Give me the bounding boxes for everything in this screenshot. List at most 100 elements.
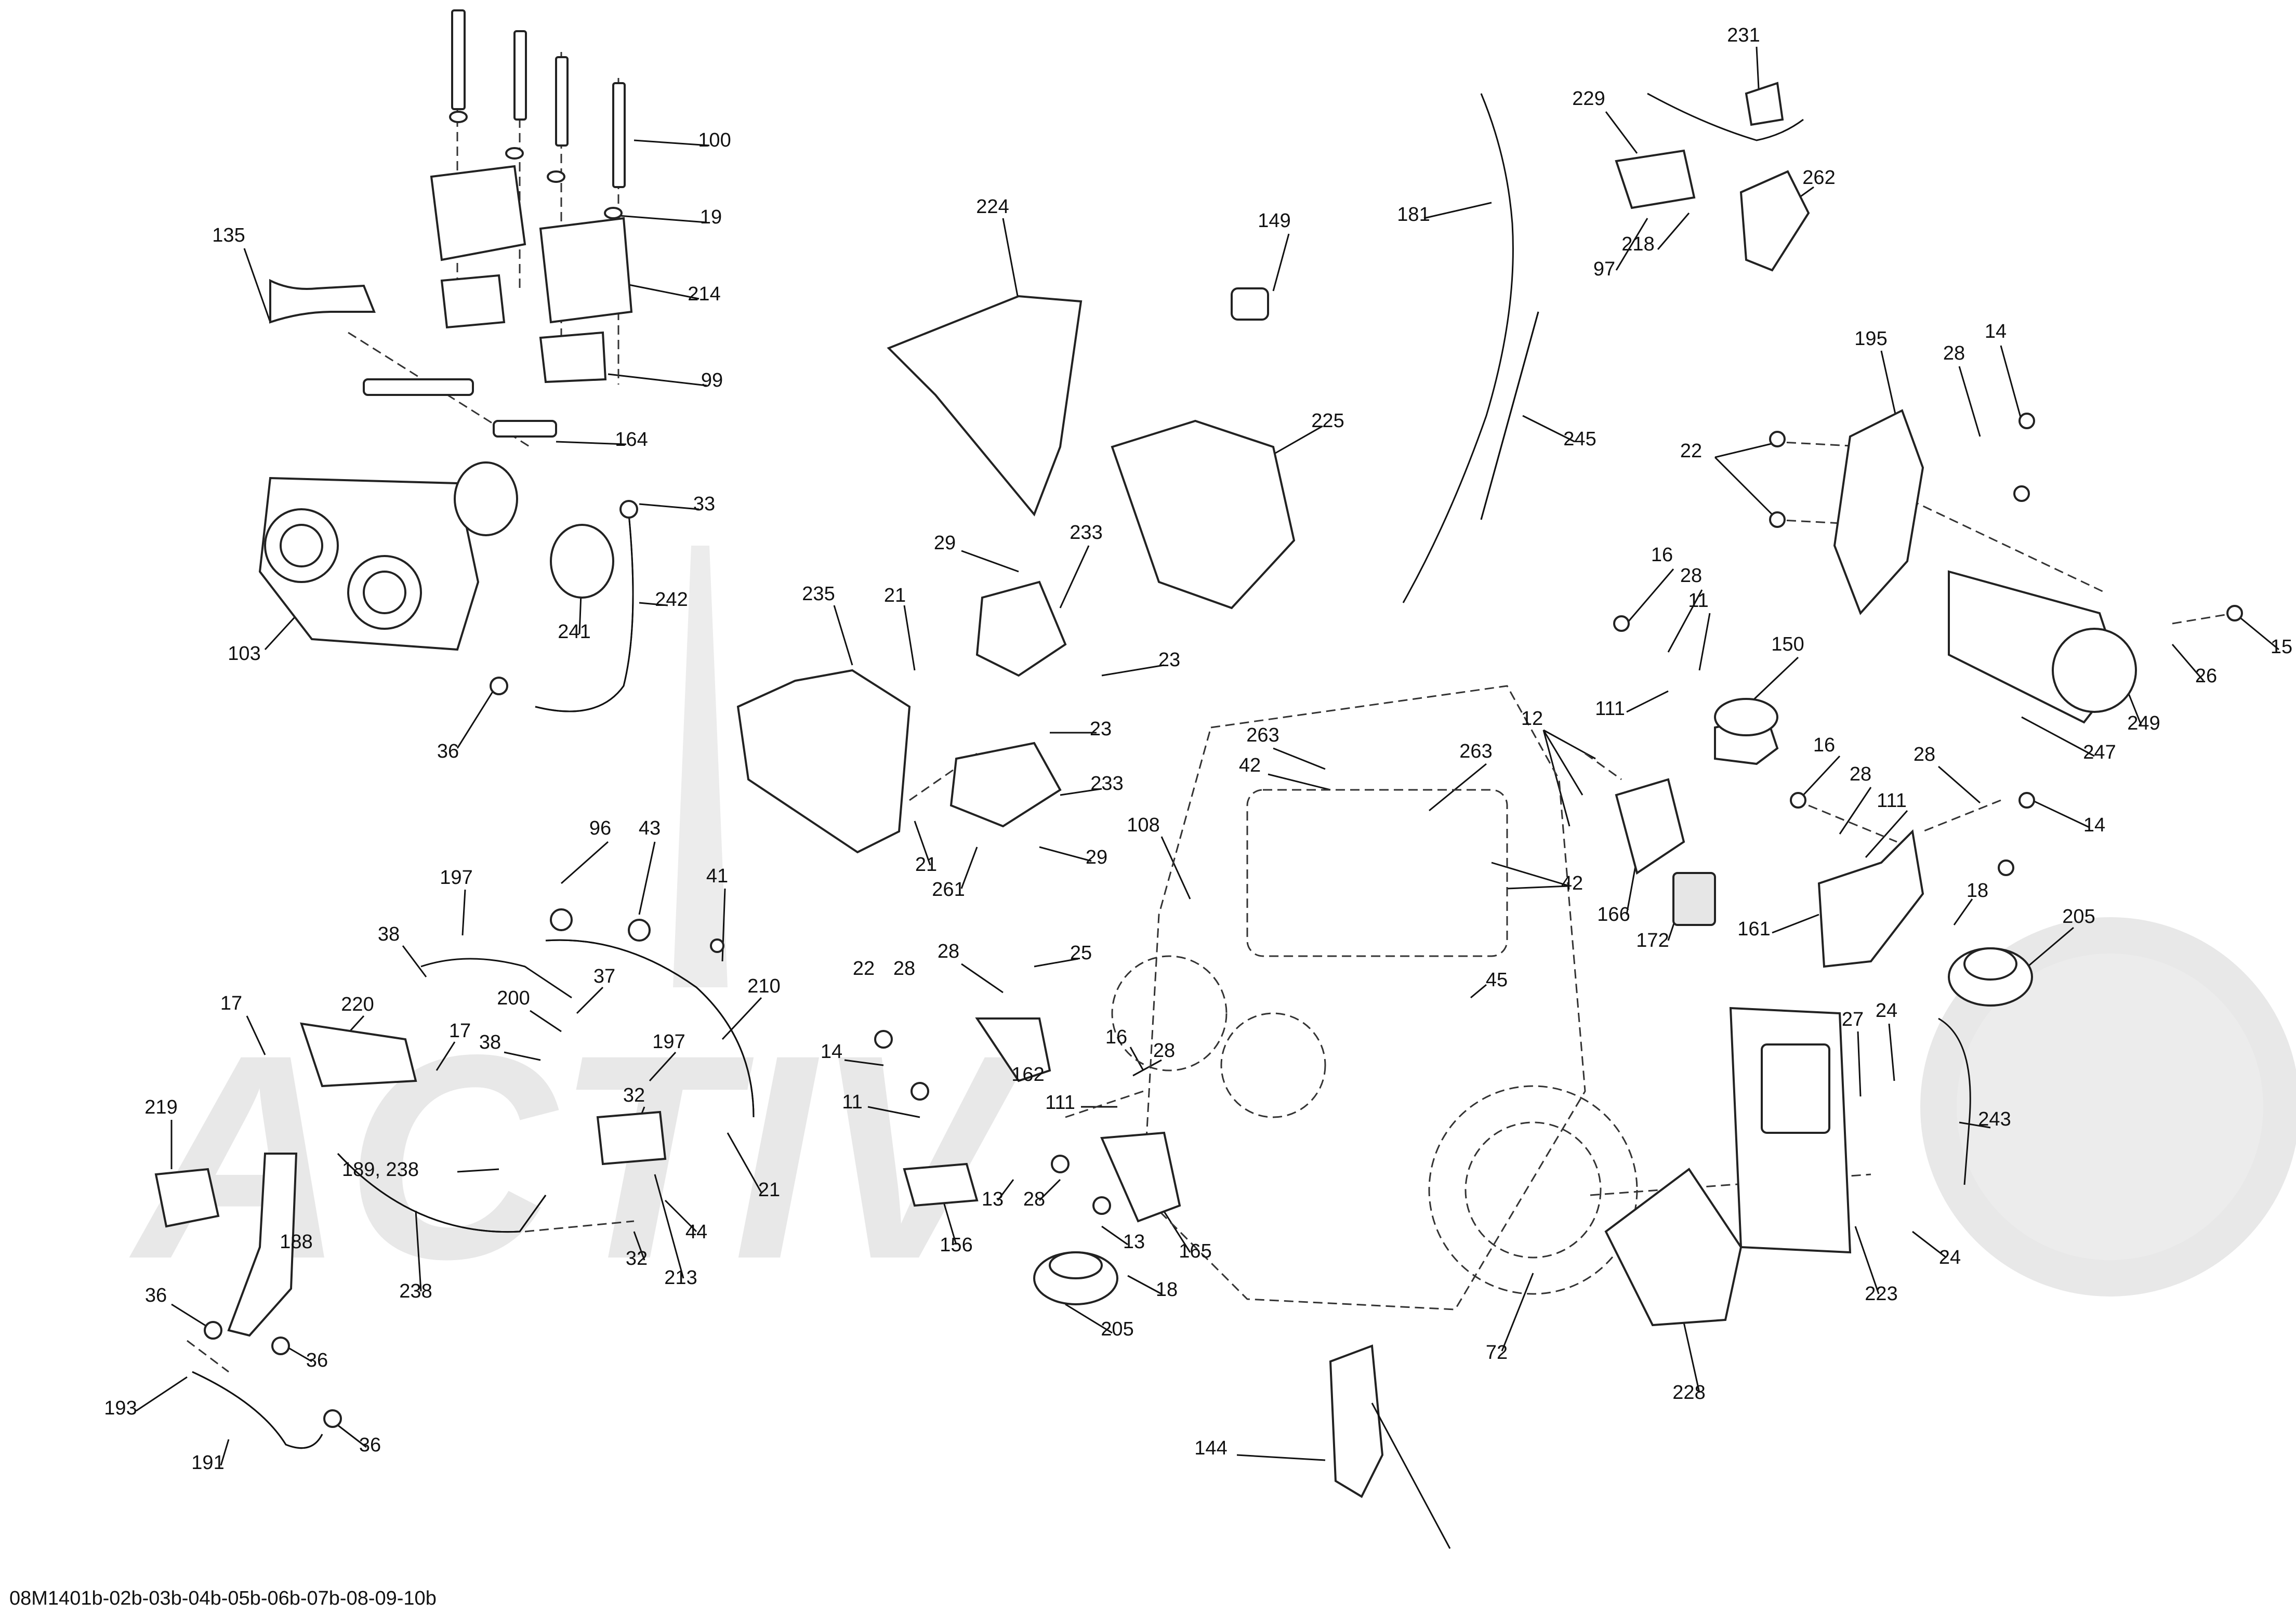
starter-motor — [1948, 570, 2137, 724]
callout-label: 195 — [1854, 328, 1887, 350]
callout-label: 149 — [1258, 210, 1290, 232]
callout-label: 97 — [1593, 258, 1615, 280]
callout-label: 23 — [1090, 718, 1112, 740]
callout-label: 205 — [1101, 1318, 1133, 1340]
callout-label: 210 — [747, 975, 780, 997]
callout-label: 156 — [940, 1234, 972, 1256]
reference-code: 08M1401b-02b-03b-04b-05b-06b-07b-08-09-1… — [9, 1587, 437, 1609]
callout-label: 33 — [693, 493, 715, 515]
callout-label: 247 — [2083, 742, 2116, 763]
callout-label: 21 — [884, 585, 906, 606]
parts — [154, 9, 2243, 1549]
callout-label: 17 — [449, 1020, 471, 1042]
callout-label: 263 — [1459, 740, 1492, 762]
relay-233-bottom — [949, 742, 1062, 828]
ignition-coils — [430, 165, 633, 383]
callout-label: 188 — [280, 1231, 312, 1253]
callout-label: 29 — [934, 532, 956, 554]
callout-label: 44 — [685, 1221, 707, 1243]
callout-label: 103 — [228, 643, 260, 665]
callout-label: 111 — [1595, 698, 1625, 720]
callout-label: 32 — [626, 1248, 648, 1269]
callout-label: 228 — [1672, 1382, 1705, 1404]
ignition-coil-bolts — [449, 9, 626, 219]
callout-label: 16 — [1813, 734, 1835, 756]
callout-label: 135 — [212, 224, 245, 246]
valve-213 — [596, 1110, 667, 1166]
hose-clamps — [454, 461, 614, 599]
callout-label: 100 — [698, 129, 731, 151]
bracket-165 — [1100, 1131, 1181, 1223]
callout-label: 165 — [1179, 1240, 1211, 1262]
callout-label: 41 — [706, 865, 728, 887]
callout-label: 37 — [593, 965, 615, 987]
callout-label: 25 — [1070, 942, 1092, 964]
relay-233-top — [975, 580, 1067, 677]
callout-label: 218 — [1621, 233, 1654, 255]
callout-label: 205 — [2062, 906, 2095, 928]
callout-label: 181 — [1397, 204, 1430, 226]
callout-label: 21 — [915, 854, 937, 876]
callout-label: 32 — [623, 1084, 645, 1106]
harness-bracket-235 — [736, 669, 911, 854]
callout-label: 13 — [982, 1188, 1004, 1210]
callout-label: 36 — [359, 1434, 381, 1456]
callout-label: 15 — [2271, 636, 2292, 658]
callout-label: 28 — [1914, 744, 1935, 765]
callout-label: 263 — [1246, 724, 1279, 746]
callout-label: 197 — [652, 1031, 685, 1053]
part-188 — [227, 1153, 298, 1337]
callout-label: 164 — [615, 429, 648, 451]
callout-label: 242 — [655, 589, 688, 611]
callout-label: 14 — [1985, 321, 2007, 342]
callout-label: 42 — [1561, 872, 1583, 894]
callout-label: 200 — [497, 987, 530, 1009]
callout-label: 172 — [1636, 930, 1669, 951]
callout-label: 28 — [1023, 1188, 1045, 1210]
callout-label: 36 — [145, 1285, 167, 1306]
air-intake-covers — [887, 287, 1296, 610]
callout-label: 111 — [1045, 1092, 1075, 1114]
callout-label: 14 — [821, 1041, 842, 1063]
callout-label: 111 — [1877, 790, 1907, 812]
bracket-156 — [903, 1162, 979, 1207]
callout-labels: 1001913521499164332422411033622414922518… — [104, 24, 2292, 1474]
engine-mount-205-bottom — [1033, 1251, 1118, 1305]
callout-label: 17 — [220, 993, 242, 1014]
callout-label: 16 — [1105, 1026, 1127, 1048]
spark-plugs — [269, 279, 557, 438]
callout-label: 96 — [589, 817, 611, 839]
callout-label: 11 — [842, 1091, 862, 1113]
callout-label: 28 — [938, 941, 959, 962]
callout-label: 144 — [1194, 1437, 1227, 1459]
callout-label: 223 — [1865, 1283, 1897, 1305]
callout-label: 161 — [1737, 918, 1770, 940]
callout-label: 233 — [1090, 773, 1123, 795]
callout-label: 14 — [2083, 814, 2105, 836]
cables — [1402, 92, 1804, 603]
callout-label: 28 — [1680, 565, 1702, 587]
callout-label: 22 — [1680, 440, 1702, 462]
bracket-166 — [1615, 778, 1685, 875]
callout-label: 220 — [341, 994, 374, 1015]
callout-label: 108 — [1127, 814, 1159, 836]
callout-label: 38 — [479, 1031, 501, 1053]
engine-block — [1111, 685, 1638, 1311]
throttle-body — [258, 477, 480, 651]
callout-label: 11 — [1688, 590, 1708, 612]
callout-label: 235 — [802, 583, 835, 605]
callout-label: 26 — [2195, 665, 2217, 687]
part-219 — [154, 1168, 220, 1228]
bracket-161 — [1817, 829, 1924, 968]
callout-label: 28 — [1850, 763, 1871, 785]
callout-label: 24 — [1939, 1247, 1961, 1268]
callout-label: 233 — [1070, 522, 1102, 544]
callout-label: 19 — [700, 206, 722, 228]
callout-label: 99 — [701, 369, 723, 391]
callout-label: 238 — [399, 1280, 432, 1302]
callout-label: 219 — [144, 1096, 177, 1118]
callout-label: 231 — [1727, 24, 1760, 46]
callout-label: 45 — [1486, 969, 1508, 991]
watermark: ACTIV — [126, 546, 2296, 1319]
callout-label: 166 — [1597, 904, 1630, 925]
